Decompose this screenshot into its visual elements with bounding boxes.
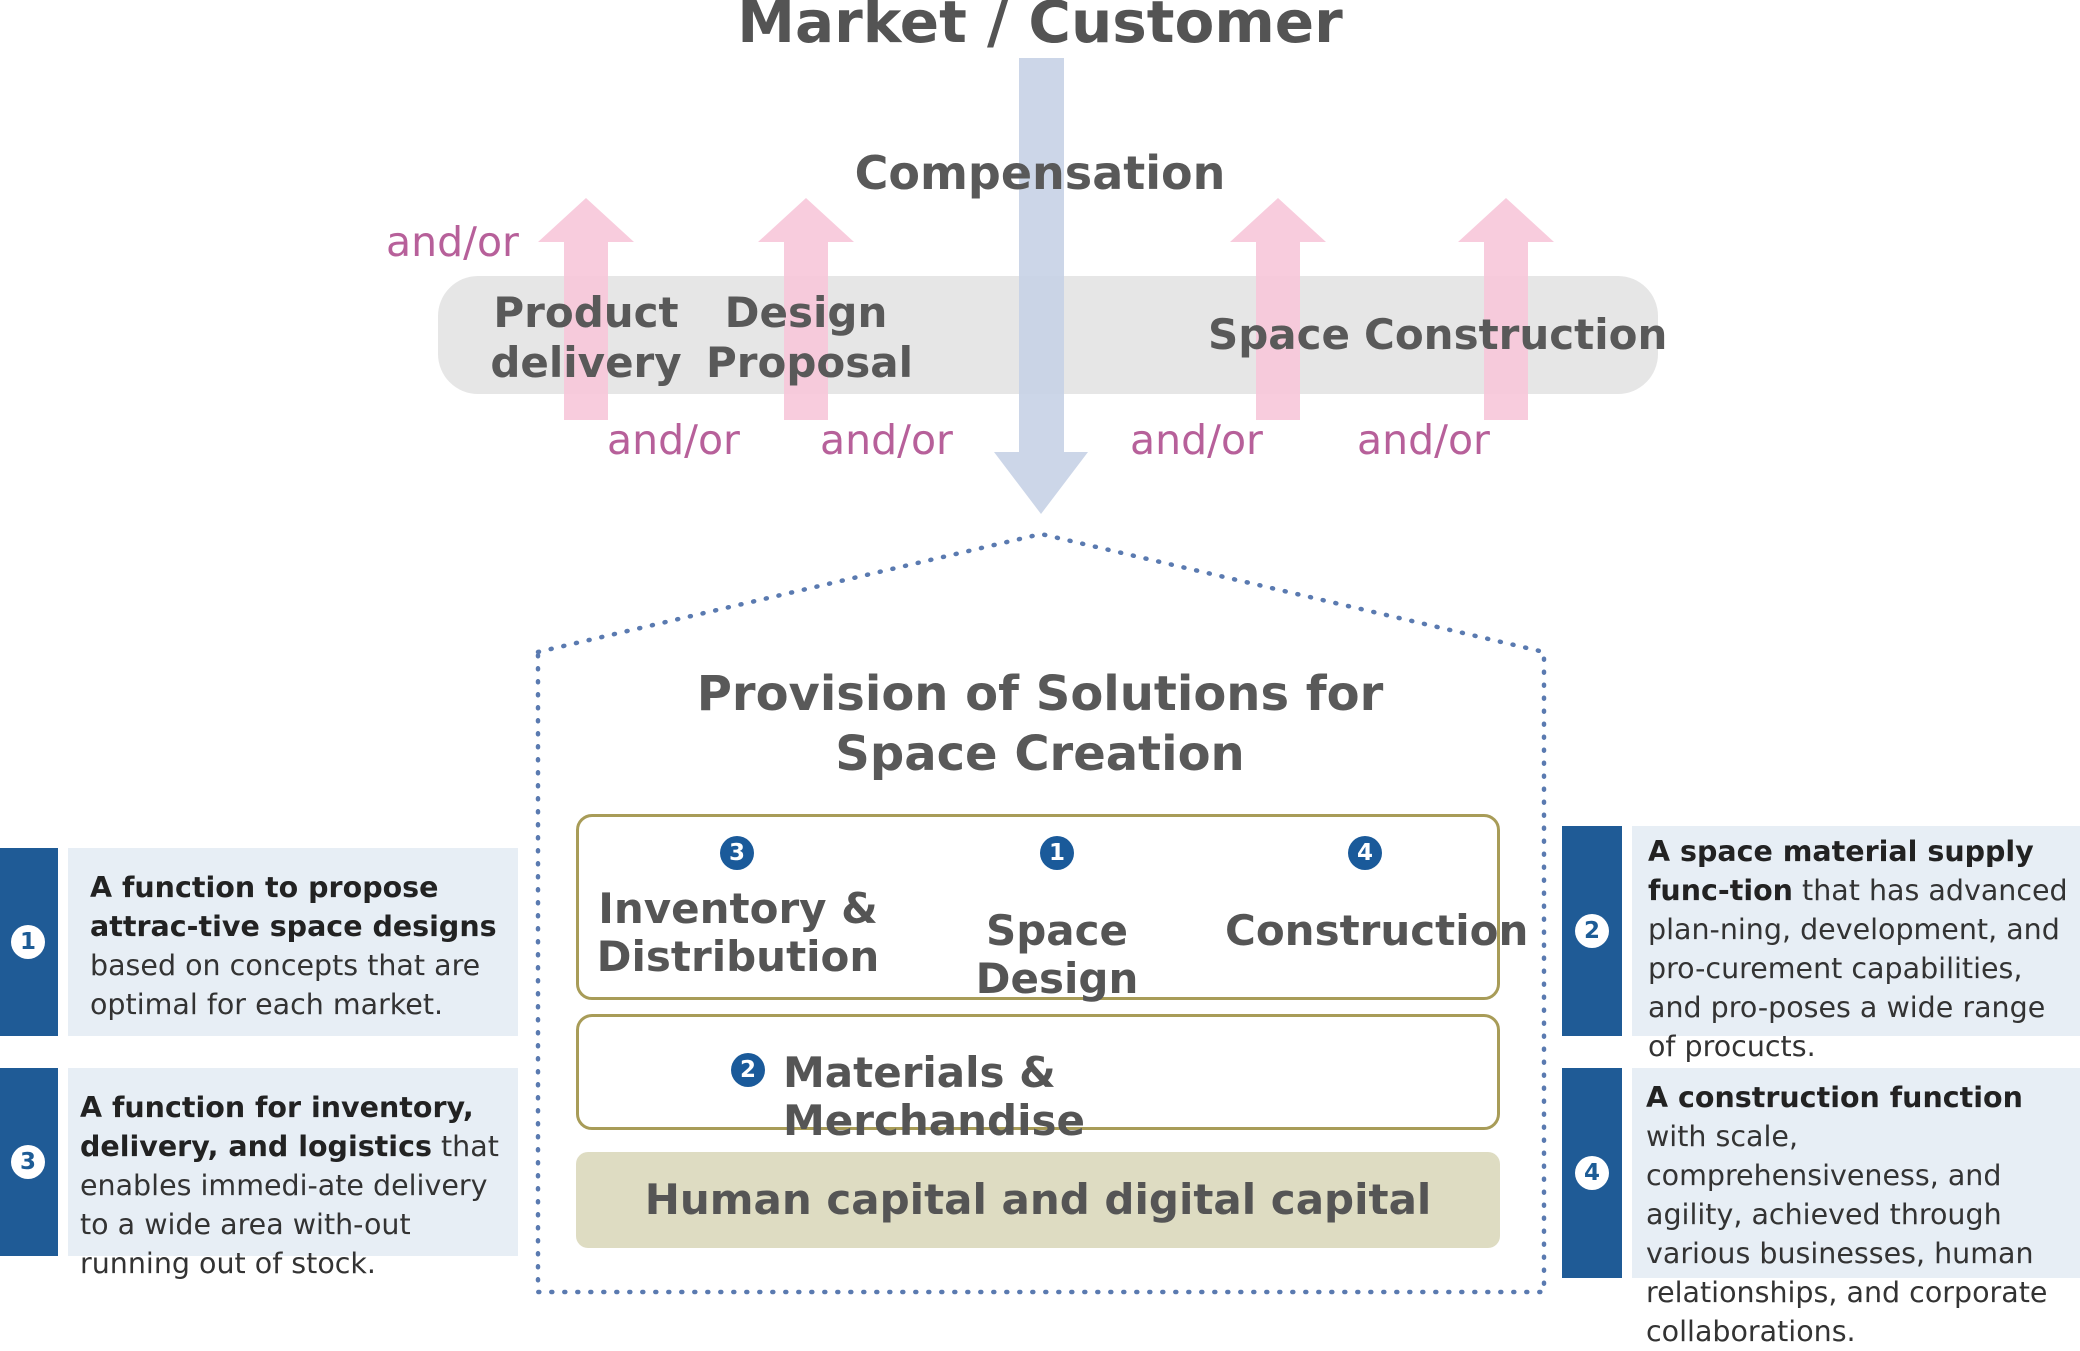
offering-design-line2: Proposal	[706, 338, 914, 387]
offering-construction: Construction	[1364, 310, 1668, 359]
side-note-2-text: that has advanced plan-ning, development…	[1648, 874, 2068, 1063]
side-tab-4: 4	[1562, 1068, 1622, 1278]
house-outline	[535, 531, 1547, 1295]
function-number-badge-1: 1	[1040, 836, 1074, 870]
function-inventory-line2: Distribution	[596, 932, 880, 981]
side-note-1: A function to propose attrac-tive space …	[68, 848, 518, 1036]
pink-up-arrow-space	[1230, 198, 1326, 420]
side-note-1-bold: A function to propose attrac-tive space …	[90, 871, 497, 943]
materials-number-badge-2: 2	[731, 1053, 765, 1087]
side-number-badge-1: 1	[11, 925, 45, 959]
house-title-line2: Space Creation	[835, 726, 1245, 782]
offering-product-line1: Product	[493, 288, 679, 337]
side-note-2-bold: A space material supply func-tion	[1648, 835, 2034, 907]
side-note-4: A construction function with scale, comp…	[1632, 1068, 2080, 1348]
offering-product-delivery: Product delivery	[486, 288, 686, 388]
house-title: Provision of Solutions for Space Creatio…	[540, 664, 1540, 784]
side-note-3: A function for inventory, delivery, and …	[68, 1068, 518, 1280]
side-tab-3: 3	[0, 1068, 58, 1256]
human-digital-capital-bar: Human capital and digital capital	[576, 1152, 1500, 1248]
offering-design-line1: Design	[724, 288, 888, 337]
function-number-badge-4: 4	[1348, 836, 1382, 870]
materials-box: 2 Materials & Merchandise	[576, 1014, 1500, 1145]
materials-label: Materials & Merchandise	[783, 1048, 1085, 1145]
function-construction: Construction	[1225, 906, 1529, 955]
and-or-label-4: and/or	[1130, 416, 1263, 464]
offering-product-line2: delivery	[490, 338, 682, 387]
and-or-label-1: and/or	[386, 218, 519, 266]
and-or-label-3: and/or	[820, 416, 953, 464]
function-space-design: Space Design	[975, 906, 1139, 1003]
function-inventory-distribution: Inventory & Distribution	[579, 885, 897, 981]
side-note-3-text: that enables immedi-ate delivery to a wi…	[80, 1130, 499, 1280]
side-note-4-text: with scale, comprehensiveness, and agili…	[1646, 1120, 2048, 1348]
side-note-4-bold: A construction function	[1646, 1081, 2023, 1114]
compensation-label: Compensation	[854, 146, 1226, 200]
blue-down-arrow-compensation	[994, 58, 1088, 514]
side-number-badge-3: 3	[11, 1145, 45, 1179]
offering-design-proposal: Design Proposal	[706, 288, 914, 388]
side-note-1-text: based on concepts that are optimal for e…	[90, 949, 481, 1021]
offering-space: Space	[1207, 310, 1351, 359]
side-number-badge-2: 2	[1575, 914, 1609, 948]
and-or-label-5: and/or	[1357, 416, 1490, 464]
side-tab-1: 1	[0, 848, 58, 1036]
house-title-line1: Provision of Solutions for	[696, 666, 1384, 722]
pink-up-arrow-construction	[1458, 198, 1554, 420]
side-note-3-bold: A function for inventory, delivery, and …	[80, 1091, 474, 1163]
pink-up-arrow-design	[758, 198, 854, 420]
and-or-label-2: and/or	[607, 416, 740, 464]
function-inventory-line1: Inventory &	[598, 884, 878, 933]
side-tab-2: 2	[1562, 826, 1622, 1036]
human-digital-capital-label: Human capital and digital capital	[644, 1175, 1432, 1224]
function-number-badge-3: 3	[720, 836, 754, 870]
side-number-badge-4: 4	[1575, 1156, 1609, 1190]
pink-up-arrow-product	[538, 198, 634, 420]
side-note-2: A space material supply func-tion that h…	[1632, 826, 2080, 1063]
functions-box: 3 Inventory & Distribution 1 Space Desig…	[576, 814, 1529, 1003]
market-customer-title: Market / Customer	[737, 0, 1343, 56]
